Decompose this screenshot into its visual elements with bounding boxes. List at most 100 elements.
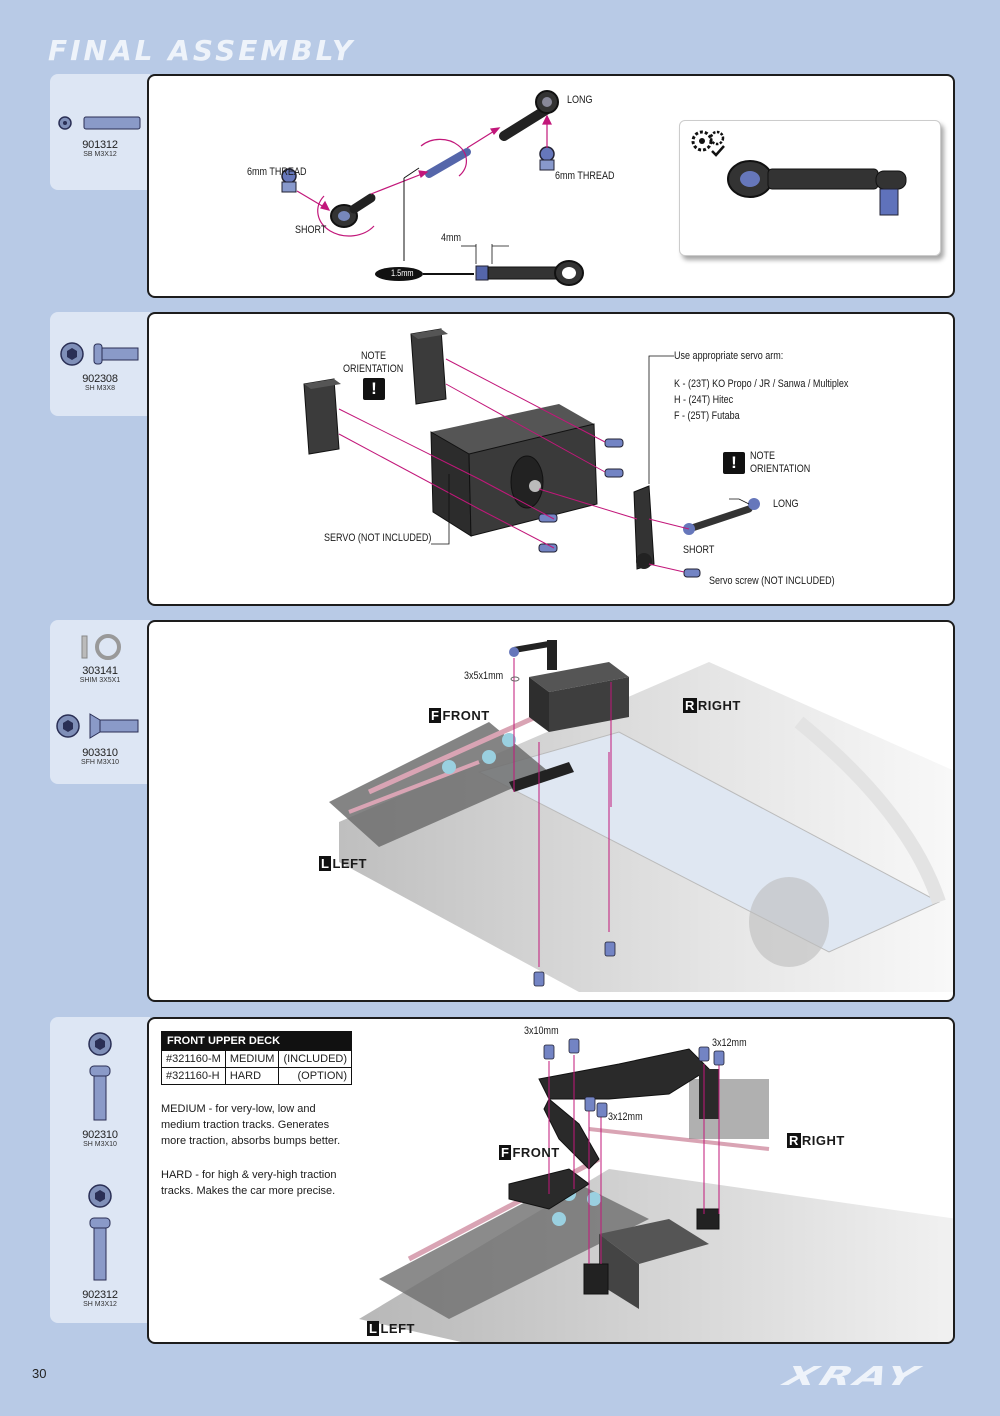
label-short: SHORT [683, 544, 715, 556]
label-gap: 4mm [441, 232, 462, 244]
label-long: LONG [773, 498, 799, 510]
screw-sh-icon [60, 342, 139, 366]
deck-posts-icon [583, 1208, 720, 1295]
parts-sidebar-step1 [50, 74, 150, 190]
servo-saver-icon [509, 640, 557, 670]
servo-mount-right-icon [410, 328, 448, 405]
screw-sb-icon [58, 116, 141, 130]
page-title: FINAL ASSEMBLY [48, 34, 356, 67]
table-row: #321160-H HARD (OPTION) [161, 1067, 353, 1085]
label-front-text: FRONT [442, 708, 490, 723]
label-screw-c: 3x12mm [608, 1111, 643, 1123]
label-front-text: FRONT [512, 1145, 560, 1160]
part-desc: SH M3x8 [85, 385, 115, 392]
medium-note: MEDIUM - for very-low, low and medium tr… [161, 1103, 341, 1147]
brand-logo: XRAY [779, 1362, 925, 1392]
chassis-icon [359, 1079, 953, 1342]
part-number: 902312 [82, 1289, 118, 1301]
label-long: LONG [567, 94, 593, 106]
screw-sh-vertical-icon [88, 1184, 112, 1281]
label-arm-h: H - (24T) Hitec [674, 394, 734, 406]
chassis-icon [329, 662, 953, 992]
part-number: 902308 [82, 373, 118, 385]
label-tool: 1.5mm [391, 268, 414, 278]
warning-icon: ! [363, 378, 385, 400]
hex-driver-icon [375, 167, 474, 281]
shim-icon [81, 634, 121, 660]
label-arm-f: F - (25T) Futaba [674, 410, 740, 422]
label-right-text: RIGHT [801, 1133, 845, 1148]
part-number: 901312 [82, 139, 118, 151]
pivot-ball-left-icon [281, 168, 297, 193]
label-arm-k: K - (23T) KO Propo / JR / Sanwa / Multip… [674, 378, 849, 390]
part-902312: 902312 SH M3x12 [50, 1180, 150, 1308]
step1-panel: LONG 6mm THREAD 6mm THREAD SHORT 4mm 1.5… [147, 74, 955, 298]
step2-panel: NOTE ORIENTATION ! SERVO (NOT INCLUDED) … [147, 312, 955, 606]
gears-icon [691, 130, 725, 157]
part-903310: 903310 SFH M3x10 [50, 710, 150, 766]
warning-icon: ! [723, 452, 745, 474]
label-note2-line2: ORIENTATION [750, 463, 811, 475]
pivot-ball-right-icon [539, 146, 555, 171]
part-desc: SH M3x12 [83, 1301, 117, 1308]
measurement-rod-icon [461, 244, 584, 286]
chassis-servo-diagram [329, 640, 953, 992]
part-902310: 902310 SH M3x10 [50, 1028, 150, 1148]
part-number: 303141 [82, 665, 118, 677]
turnbuckle-rod-icon [425, 148, 471, 178]
servo-mount-left-icon [303, 378, 341, 455]
screw-sh-vertical-icon [88, 1032, 112, 1121]
part-902308: 902308 SH M3x8 [50, 340, 150, 392]
screw-sfh-icon [56, 713, 139, 739]
hard-note: HARD - for high & very-high traction tra… [161, 1169, 337, 1197]
servo-arm-icon [633, 485, 655, 570]
label-note1-line2: ORIENTATION [343, 363, 404, 375]
part-desc: SH M3x10 [83, 1141, 117, 1148]
deck-code: #321160-M [161, 1050, 226, 1068]
part-number: 903310 [82, 747, 118, 759]
part-desc: SFH M3x10 [80, 759, 120, 766]
label-left-text: LEFT [380, 1321, 415, 1336]
label-right-text: RIGHT [697, 698, 741, 713]
deck-screws-icon [543, 1038, 725, 1118]
label-servo: SERVO (NOT INCLUDED) [324, 532, 432, 544]
parts-sidebar-step3 [50, 620, 150, 784]
turnbuckle-diagram [281, 90, 584, 286]
part-number: 902310 [82, 1129, 118, 1141]
part-desc: SHIM 3x5x1 [79, 677, 121, 684]
part-desc: SB M3x12 [83, 151, 117, 158]
part-901312: 901312 SB M3x12 [50, 112, 150, 158]
deck-code: #321160-H [161, 1067, 226, 1085]
part-303141: 303141 SHIM 3x5x1 [50, 632, 150, 684]
upper-deck-diagram [359, 1038, 953, 1342]
servo-icon [430, 404, 598, 537]
servo-screws-icon [538, 438, 701, 578]
long-ball-end-icon [499, 90, 559, 141]
label-note2-line1: NOTE [750, 450, 776, 462]
detail-inset [679, 120, 941, 256]
short-ball-end-icon [330, 193, 376, 228]
label-servo-arm-title: Use appropriate servo arm: [674, 350, 784, 362]
servo-icon [529, 662, 629, 732]
front-upper-deck-table: FRONT UPPER DECK #321160-M MEDIUM (INCLU… [160, 1031, 353, 1085]
table-header: FRONT UPPER DECK [160, 1031, 353, 1051]
step4-panel: FRONT UPPER DECK #321160-M MEDIUM (INCLU… [147, 1017, 955, 1344]
deck-status: (OPTION) [278, 1067, 353, 1085]
front-upper-mount-icon [509, 762, 574, 792]
label-short: SHORT [295, 224, 327, 236]
label-note1-line1: NOTE [361, 350, 387, 362]
chassis-screws-icon [533, 941, 616, 987]
label-screw-b: 3x12mm [712, 1037, 747, 1049]
label-shim: 3x5x1mm [464, 670, 504, 682]
assembled-turnbuckle-icon [691, 130, 907, 216]
page-number: 30 [32, 1366, 47, 1381]
label-left-text: LEFT [332, 856, 367, 871]
label-screw-a: 3x10mm [524, 1025, 559, 1037]
